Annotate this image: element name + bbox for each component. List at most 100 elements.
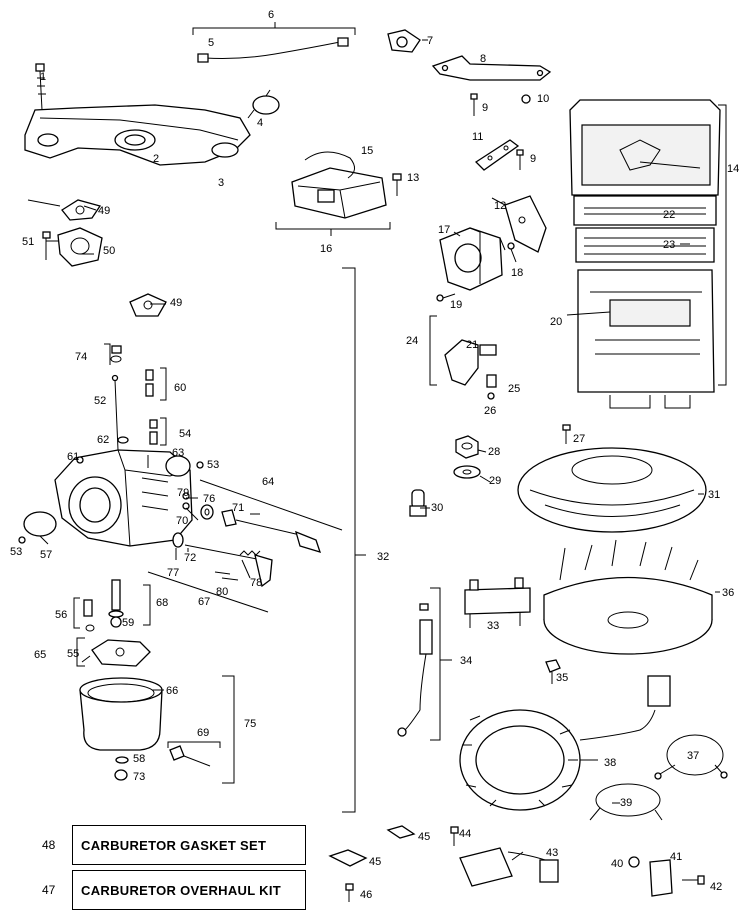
- spring-part-78: [239, 550, 261, 556]
- callout-35: 35: [556, 672, 568, 684]
- callout-46: 46: [360, 889, 372, 901]
- callout-15: 15: [361, 145, 373, 157]
- callout-52: 52: [94, 395, 106, 407]
- fuel-inlet-part-68: [108, 579, 124, 618]
- callout-25: 25: [508, 383, 520, 395]
- ignition-armature-part-38: [459, 675, 671, 811]
- callout-36: 36: [722, 587, 734, 599]
- callout-41: 41: [670, 851, 682, 863]
- callout-53: 53: [10, 546, 22, 558]
- screws-part-80: [214, 571, 239, 581]
- kit-label-gasket: CARBURETOR GASKET SET: [81, 837, 267, 853]
- callout-49: 49: [98, 205, 110, 217]
- bracket-part-8: [431, 55, 552, 81]
- callout-65: 65: [34, 649, 46, 661]
- governor-part-15: [291, 151, 387, 219]
- callout-10: 10: [537, 93, 549, 105]
- callout-20: 20: [550, 316, 562, 328]
- spark-plug-part-30: [409, 489, 427, 517]
- screw-part-44: [450, 826, 459, 846]
- callout-leaders: [27, 39, 720, 861]
- screw-part-9: [470, 93, 524, 170]
- callout-50: 50: [103, 245, 115, 257]
- washer-part-58: [115, 756, 129, 764]
- kit-number-gasket: 48: [42, 838, 56, 852]
- callout-45: 45: [369, 856, 381, 868]
- callout-labels: 1234567899101112131415161718192021222324…: [10, 9, 739, 901]
- callout-39: 39: [620, 797, 632, 809]
- screw-part-27: [562, 424, 571, 444]
- fuel-line-part-5: [197, 37, 349, 63]
- callout-18: 18: [511, 267, 523, 279]
- callout-34: 34: [460, 655, 472, 667]
- rectifier-part-43: [459, 847, 559, 887]
- callout-40: 40: [611, 858, 623, 870]
- float-part-65: [91, 639, 151, 667]
- callout-73: 73: [133, 771, 145, 783]
- callout-43: 43: [546, 847, 558, 859]
- screw-part-46: [345, 883, 354, 902]
- kit-number-overhaul: 47: [42, 883, 56, 897]
- callout-55: 55: [67, 648, 79, 660]
- nut-part-10: [521, 94, 531, 104]
- kit-label-overhaul: CARBURETOR OVERHAUL KIT: [81, 882, 281, 898]
- callout-30: 30: [431, 502, 443, 514]
- callout-67: 67: [198, 596, 210, 608]
- needle-part-52: [111, 374, 119, 451]
- carburetor-overhaul-kit-box: CARBURETOR OVERHAUL KIT: [72, 870, 306, 910]
- callout-44: 44: [459, 828, 471, 840]
- callout-62: 62: [97, 434, 109, 446]
- screw-part-69: [169, 745, 211, 767]
- screw-part-26: [487, 392, 495, 400]
- flywheel-part-36: [543, 539, 713, 655]
- callout-60: 60: [174, 382, 186, 394]
- callout-74: 74: [75, 351, 87, 363]
- intake-manifold-part-2: [24, 104, 251, 166]
- clip-part-45a: [386, 825, 416, 839]
- callout-76: 76: [203, 493, 215, 505]
- callout-53: 53: [207, 459, 219, 471]
- screw-part-35: [545, 659, 561, 684]
- callout-59: 59: [122, 617, 134, 629]
- seal-part-76: [200, 504, 214, 520]
- gasket-part-49a: [61, 199, 102, 221]
- plate-part-12: [504, 195, 547, 253]
- callout-45: 45: [418, 831, 430, 843]
- callout-16: 16: [320, 243, 332, 255]
- callout-49: 49: [170, 297, 182, 309]
- callout-3: 3: [218, 177, 224, 189]
- callout-12: 12: [494, 200, 506, 212]
- wire-part-37: [654, 734, 728, 780]
- nut-part-40: [628, 856, 640, 868]
- callout-32: 32: [377, 551, 389, 563]
- callout-8: 8: [480, 53, 486, 65]
- adapter-part-17: [439, 227, 506, 291]
- callout-19: 19: [450, 299, 462, 311]
- link-part-11: [474, 139, 520, 171]
- switch-part-41: [649, 859, 673, 897]
- cap-part-61: [76, 456, 84, 464]
- screw-part-19: [436, 293, 456, 302]
- callout-1: 1: [40, 71, 46, 83]
- callout-57: 57: [40, 549, 52, 561]
- callout-21: 21: [466, 339, 478, 351]
- callout-14: 14: [727, 163, 739, 175]
- gasket-part-7: [387, 29, 421, 53]
- callout-63: 63: [172, 447, 184, 459]
- needle-part-56: [83, 599, 95, 632]
- callout-56: 56: [55, 609, 67, 621]
- callout-68: 68: [156, 597, 168, 609]
- pin-part-55: [81, 655, 91, 663]
- carburetor-body: [54, 449, 193, 547]
- screw-part-42: [682, 875, 705, 885]
- callout-24: 24: [406, 335, 418, 347]
- callout-79: 79: [177, 487, 189, 499]
- callout-64: 64: [262, 476, 274, 488]
- callout-37: 37: [687, 750, 699, 762]
- vacuum-valve-part-4: [247, 89, 280, 119]
- screw-part-53b: [18, 536, 26, 544]
- callout-9: 9: [482, 102, 488, 114]
- callout-23: 23: [663, 239, 675, 251]
- throttle-shaft-part-71: [221, 509, 322, 553]
- callout-7: 7: [427, 35, 433, 47]
